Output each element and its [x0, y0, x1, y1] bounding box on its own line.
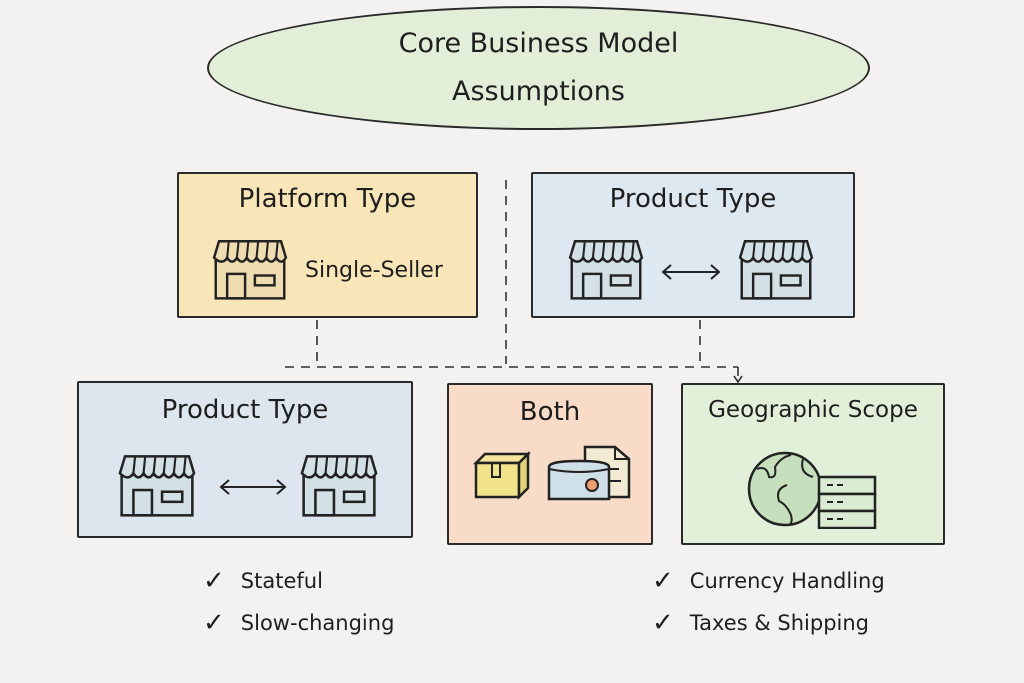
- box-title: Both: [519, 397, 581, 427]
- checklist-item: ✓ Taxes & Shipping: [652, 608, 869, 638]
- geographic-scope-box: Geographic Scope: [681, 383, 945, 545]
- title-line-2: Assumptions: [452, 76, 625, 107]
- checklist-label: Taxes & Shipping: [689, 611, 869, 635]
- checklist-label: Currency Handling: [689, 569, 885, 593]
- checklist-item: ✓ Currency Handling: [652, 566, 885, 596]
- checklist-label: Stateful: [240, 569, 323, 593]
- package-icon: [473, 451, 532, 501]
- checklist-item: ✓ Slow-changing: [203, 608, 394, 638]
- storefront-icon: [287, 453, 391, 517]
- storefront-icon: [105, 453, 209, 517]
- checklist-label: Slow-changing: [240, 611, 395, 635]
- digital-product-icon: [547, 445, 631, 501]
- check-icon: ✓: [652, 608, 674, 638]
- storefront-icon: [209, 238, 291, 300]
- box-title: Geographic Scope: [708, 397, 918, 423]
- storefront-icon: [557, 238, 655, 300]
- title-line-1: Core Business Model: [398, 28, 679, 59]
- storefront-icon: [727, 238, 825, 300]
- platform-label: Single-Seller: [305, 258, 443, 283]
- both-box: Both: [447, 383, 653, 545]
- product-type-box-bottom: Product Type: [77, 381, 413, 538]
- check-icon: ✓: [652, 566, 674, 596]
- box-title: Product Type: [609, 184, 777, 214]
- bidirectional-arrow-icon: [661, 264, 721, 280]
- checklist-item: ✓ Stateful: [203, 566, 323, 596]
- check-icon: ✓: [203, 608, 225, 638]
- check-icon: ✓: [203, 566, 225, 596]
- bidirectional-arrow-icon: [219, 479, 287, 495]
- box-title: Product Type: [161, 395, 329, 425]
- globe-server-icon: [747, 451, 877, 529]
- platform-type-box: Platform Type Single-Seller: [177, 172, 478, 318]
- box-title: Platform Type: [238, 184, 417, 214]
- product-type-box-top: Product Type: [531, 172, 855, 318]
